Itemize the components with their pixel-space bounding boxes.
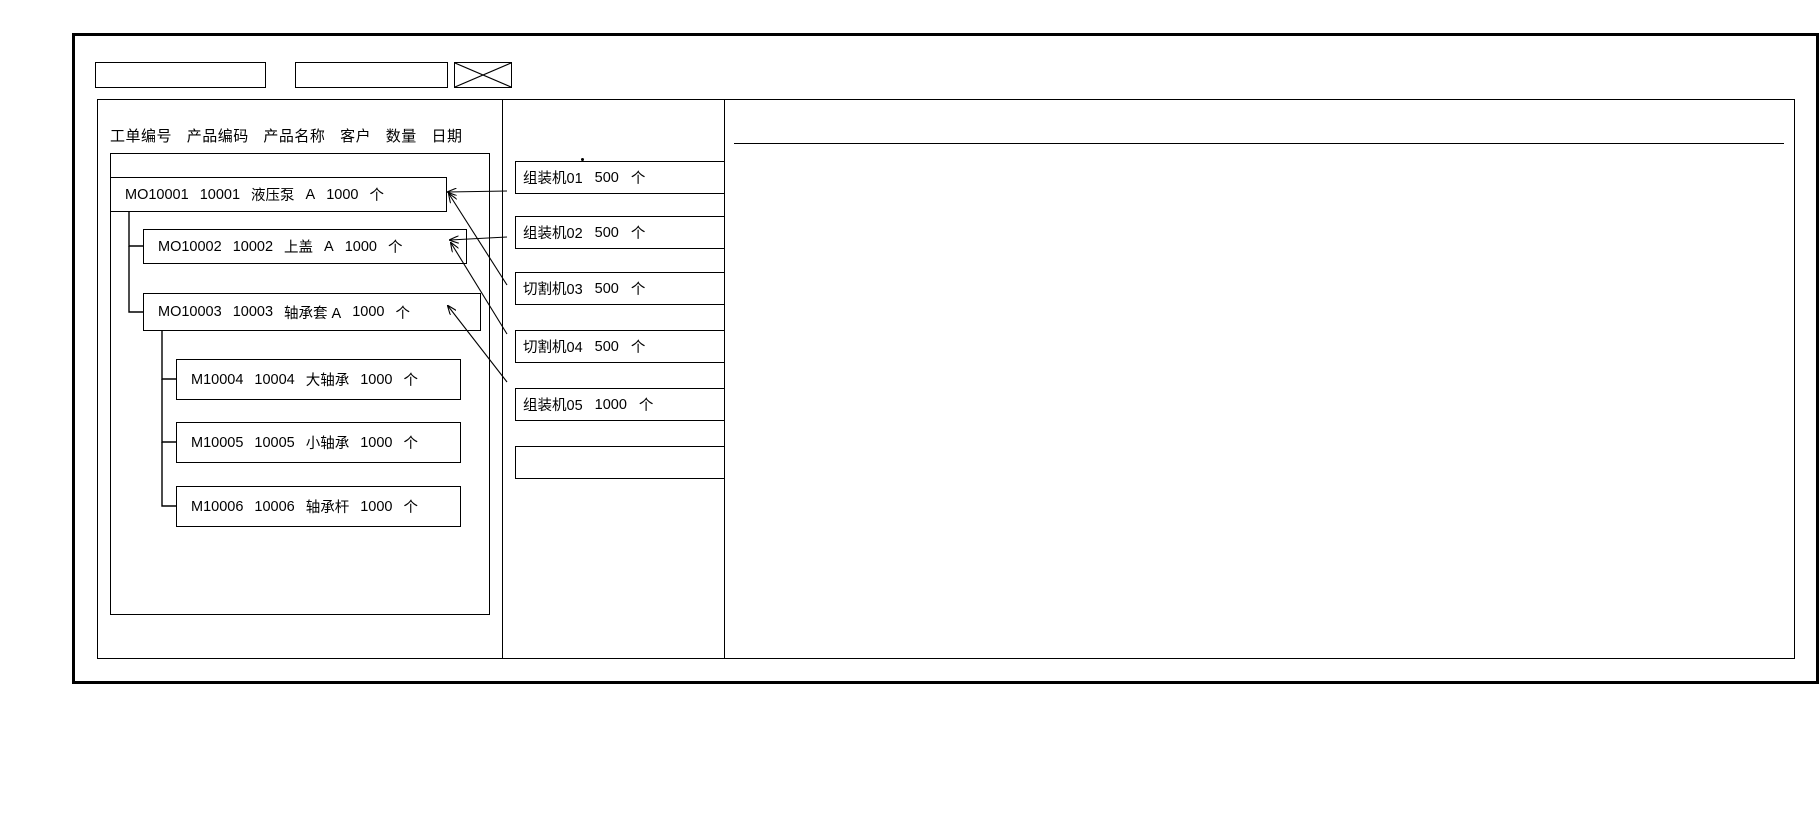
column-header-qty: 数量	[385, 128, 417, 145]
column-header-product-code: 产品编码	[186, 128, 249, 145]
list-item-empty[interactable]	[515, 446, 725, 479]
list-item[interactable]: 组装机05 1000 个	[515, 388, 725, 421]
row-unit: 个	[403, 373, 419, 389]
row-product-name: 液压泵	[251, 188, 295, 204]
machine-qty: 500	[594, 338, 619, 355]
list-item[interactable]: 切割机04 500 个	[515, 330, 725, 363]
row-product-code: 10005	[254, 434, 295, 451]
row-order-no: M10005	[191, 434, 244, 451]
detail-panel	[724, 99, 1795, 659]
detail-panel-header-divider	[734, 143, 1784, 144]
row-customer: A	[324, 238, 334, 255]
row-unit: 个	[369, 188, 384, 204]
row-product-code: 10001	[199, 186, 241, 203]
row-order-no: M10006	[191, 498, 244, 515]
table-row[interactable]: MO10003 10003 轴承套 A 1000 个	[143, 293, 481, 331]
row-customer: A	[305, 186, 316, 203]
row-product-code: 10003	[232, 304, 274, 320]
list-item[interactable]: 组装机02 500 个	[515, 216, 725, 249]
machine-qty: 1000	[594, 396, 627, 413]
machine-unit: 个	[638, 398, 654, 414]
machine-name: 切割机03	[523, 282, 583, 298]
row-product-name: 轴承套 A	[284, 305, 342, 322]
row-unit: 个	[403, 436, 419, 452]
table-row[interactable]: MO10001 10001 液压泵 A 1000 个	[110, 177, 447, 212]
row-order-no: MO10003	[158, 304, 222, 320]
row-product-code: 10004	[254, 371, 295, 388]
machine-name: 组装机02	[523, 226, 583, 242]
column-header-customer: 客户	[340, 128, 372, 145]
row-qty: 1000	[360, 434, 393, 451]
machine-unit: 个	[630, 226, 646, 242]
work-order-tree: MO10001 10001 液压泵 A 1000 个 MO10002 10002…	[110, 153, 490, 615]
row-qty: 1000	[360, 371, 393, 388]
machine-name: 切割机04	[523, 340, 583, 356]
machine-name: 组装机01	[523, 171, 583, 187]
machine-unit: 个	[630, 340, 646, 356]
list-item[interactable]: 组装机01 500 个	[515, 161, 725, 194]
row-product-name: 上盖	[284, 240, 314, 256]
machine-unit: 个	[630, 171, 646, 187]
table-row[interactable]: M10005 10005 小轴承 1000 个	[176, 422, 461, 463]
machine-qty: 500	[594, 169, 619, 186]
row-qty: 1000	[344, 238, 377, 255]
machine-schedule-panel: 组装机01 500 个 组装机02 500 个 切割机03 500 个 切割机0…	[502, 99, 752, 659]
row-unit: 个	[395, 305, 410, 322]
column-header-date: 日期	[431, 128, 463, 145]
column-header-product-name: 产品名称	[263, 128, 326, 145]
row-order-no: M10004	[191, 371, 244, 388]
row-qty: 1000	[326, 186, 359, 203]
row-product-name: 小轴承	[305, 436, 350, 452]
row-unit: 个	[403, 500, 419, 516]
work-order-column-header: 工单编号 产品编码 产品名称 客户 数量 日期	[110, 125, 472, 146]
image-placeholder-icon[interactable]	[454, 62, 512, 88]
row-product-name: 大轴承	[305, 373, 350, 389]
list-item[interactable]: 切割机03 500 个	[515, 272, 725, 305]
panel-marker-dot	[581, 158, 584, 161]
column-header-order-no: 工单编号	[110, 128, 173, 145]
row-qty: 1000	[352, 304, 385, 320]
work-order-panel: 工单编号 产品编码 产品名称 客户 数量 日期 MO10001 10001 液压…	[97, 99, 508, 659]
table-row[interactable]: M10004 10004 大轴承 1000 个	[176, 359, 461, 400]
row-product-code: 10006	[254, 498, 295, 515]
row-order-no: MO10002	[158, 238, 222, 255]
table-row[interactable]: M10006 10006 轴承杆 1000 个	[176, 486, 461, 527]
row-qty: 1000	[360, 498, 393, 515]
row-product-name: 轴承杆	[305, 500, 350, 516]
row-product-code: 10002	[232, 238, 274, 255]
tree-hierarchy-lines	[128, 212, 176, 507]
machine-name: 组装机05	[523, 398, 583, 414]
machine-qty: 500	[594, 224, 619, 241]
machine-unit: 个	[630, 282, 646, 298]
table-row[interactable]: MO10002 10002 上盖 A 1000 个	[143, 229, 467, 264]
window-frame: 工单编号 产品编码 产品名称 客户 数量 日期 MO10001 10001 液压…	[72, 33, 1819, 684]
row-order-no: MO10001	[125, 186, 189, 203]
machine-qty: 500	[594, 280, 619, 297]
toolbar-button-1[interactable]	[95, 62, 266, 88]
row-unit: 个	[387, 240, 403, 256]
toolbar-button-2[interactable]	[295, 62, 448, 88]
